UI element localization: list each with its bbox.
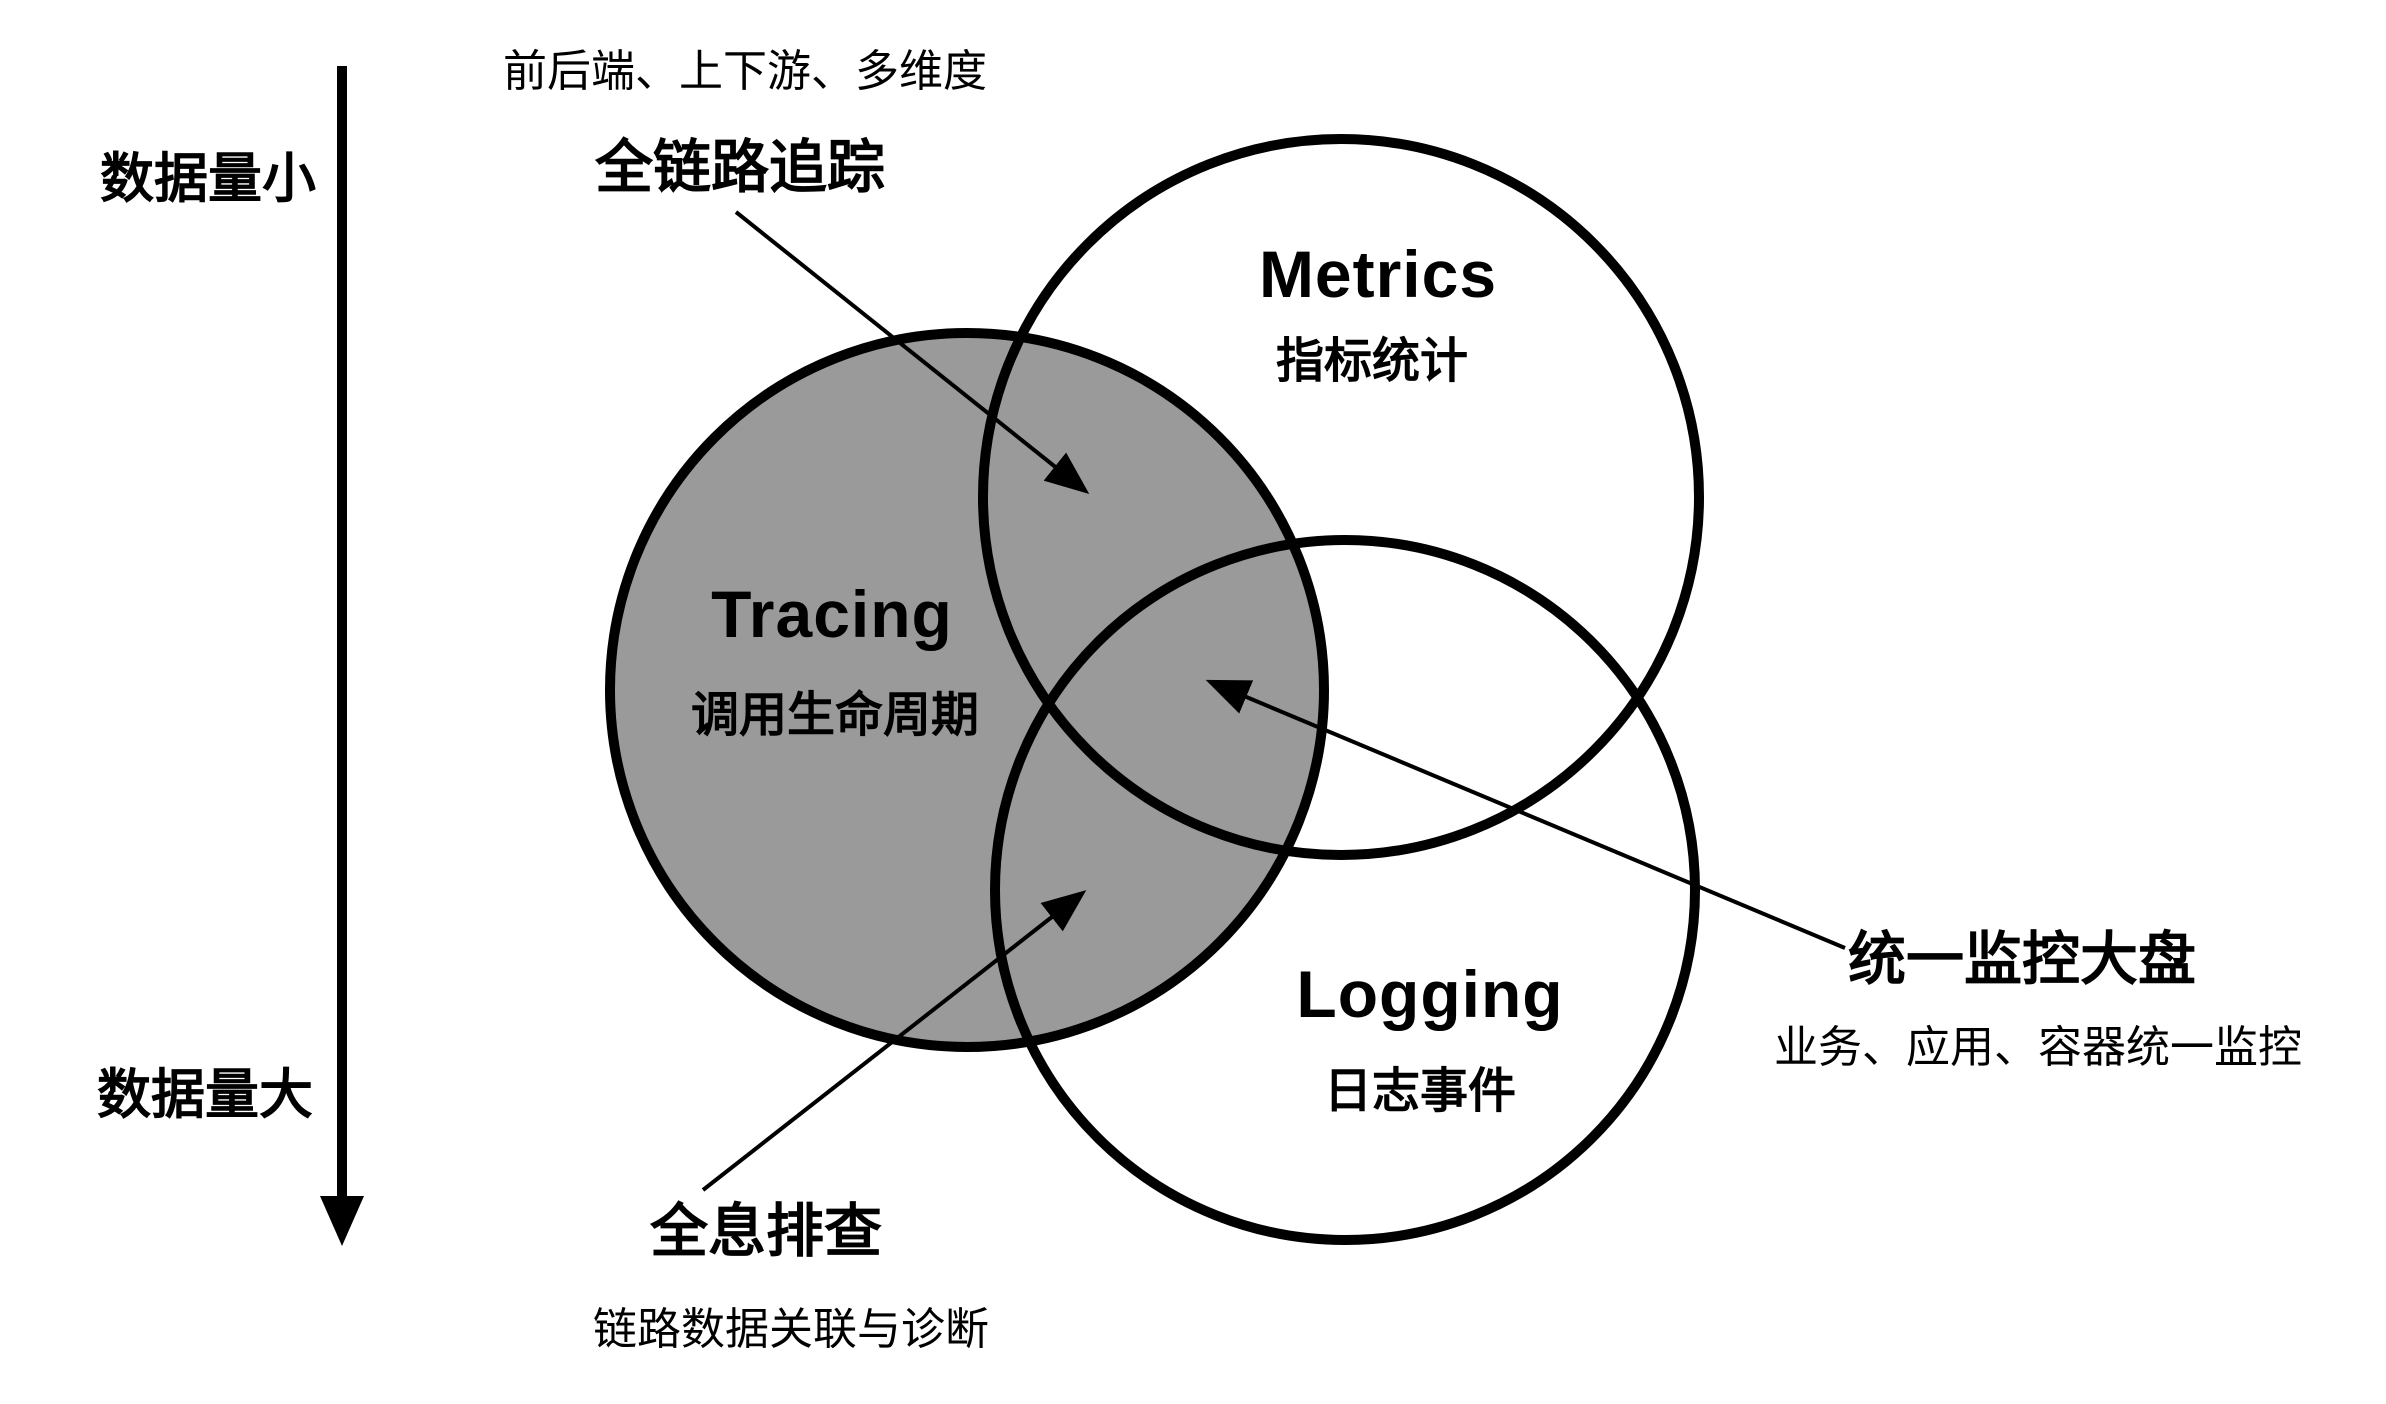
top-callout-note: 前后端、上下游、多维度 <box>503 47 987 96</box>
top-callout-title: 全链路追踪 <box>594 135 886 200</box>
bottom-callout-note: 链路数据关联与诊断 <box>593 1305 989 1354</box>
right-callout-arrow <box>1205 679 1846 950</box>
axis-label-small-data: 数据量小 <box>100 149 316 209</box>
tracing-subtitle: 调用生命周期 <box>690 689 980 742</box>
logging-title: Logging <box>1296 957 1564 1031</box>
right-callout-note: 业务、应用、容器统一监控 <box>1774 1023 2302 1072</box>
metrics-subtitle: 指标统计 <box>1275 335 1469 388</box>
axis-label-large-data: 数据量大 <box>97 1065 313 1125</box>
metrics-circle <box>978 134 1704 860</box>
logging-circle <box>990 535 1700 1245</box>
tracing-circle <box>605 328 1329 1052</box>
data-volume-arrowhead-icon <box>320 1196 364 1246</box>
bottom-callout-arrow <box>701 890 1087 1192</box>
metrics-title: Metrics <box>1258 237 1498 311</box>
top-callout-arrow <box>734 210 1090 494</box>
right-callout-title: 统一监控大盘 <box>1847 927 2197 992</box>
bottom-callout-title: 全息排查 <box>649 1199 883 1264</box>
logging-subtitle: 日志事件 <box>1323 1065 1517 1118</box>
tracing-title: Tracing <box>711 577 953 651</box>
